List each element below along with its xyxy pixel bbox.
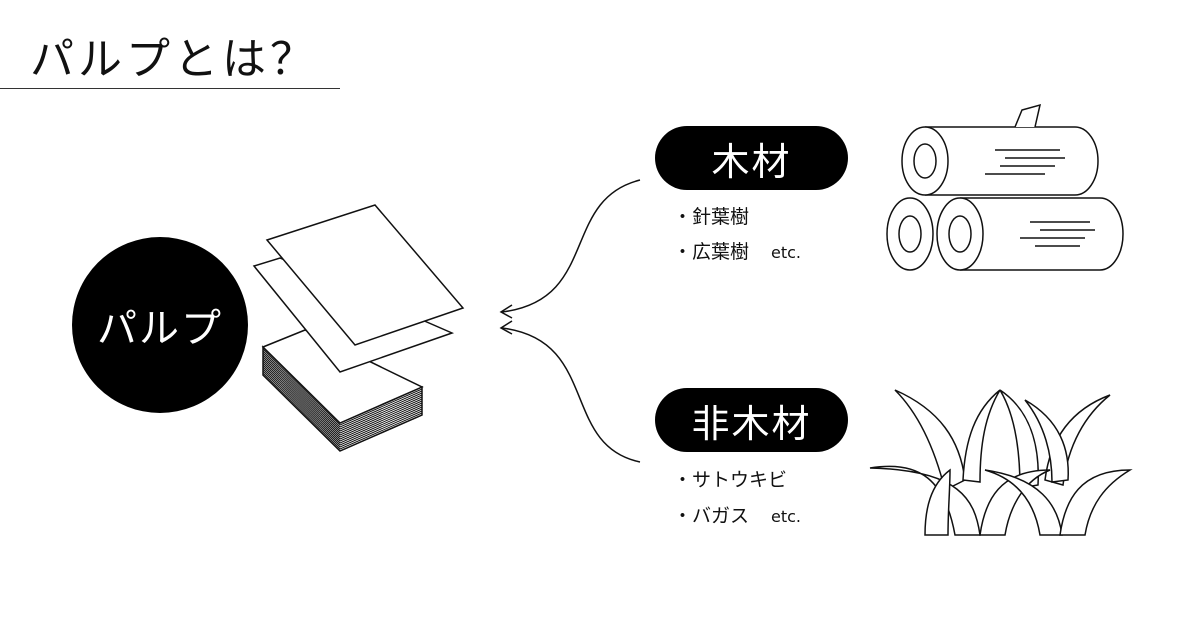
wood-item-hardwood: ・広葉樹 etc. (673, 240, 801, 265)
pulp-label: パルプ (97, 306, 223, 352)
page-title: パルプとは？ (30, 34, 318, 85)
arrow-from-wood-icon (499, 179, 641, 319)
arrow-from-nonwood-icon (499, 320, 641, 463)
wood-item-softwood: ・針葉樹 (673, 206, 750, 228)
sugarcane-grass-icon (869, 389, 1133, 536)
wood-label: 木材 (711, 139, 792, 184)
title-underline (0, 88, 340, 89)
nonwood-item-sugarcane: ・サトウキビ (673, 469, 788, 491)
wood-etc: etc. (771, 243, 802, 262)
nonwood-item-bagasse-label: ・バガス (673, 505, 750, 527)
nonwood-pill: 非木材 (655, 388, 848, 452)
nonwood-etc: etc. (771, 507, 802, 526)
wood-pill: 木材 (655, 126, 848, 190)
pulp-circle: パルプ (72, 237, 248, 413)
logs-icon (886, 103, 1124, 271)
nonwood-label: 非木材 (691, 401, 812, 446)
nonwood-item-bagasse: ・バガス etc. (673, 504, 801, 529)
paper-stack-icon (252, 204, 465, 452)
wood-item-hardwood-label: ・広葉樹 (673, 241, 750, 263)
